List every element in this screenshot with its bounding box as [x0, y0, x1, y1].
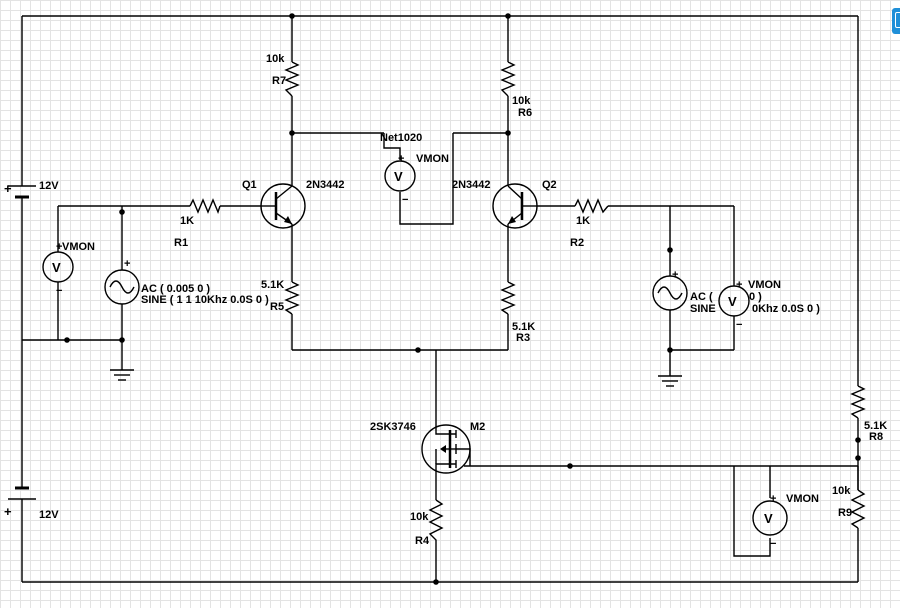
- svg-text:2N3442: 2N3442: [306, 179, 345, 191]
- voltmeter-right[interactable]: V + VMON −: [718, 279, 781, 331]
- svg-text:R2: R2: [570, 237, 584, 249]
- svg-text:5.1K: 5.1K: [261, 279, 284, 291]
- resistor-r8[interactable]: 5.1K R8: [850, 385, 887, 443]
- svg-text:+: +: [398, 153, 404, 165]
- svg-text:VMON: VMON: [786, 493, 819, 505]
- voltmeter-left[interactable]: V + VMON −: [42, 241, 95, 297]
- svg-text:Q1: Q1: [242, 179, 257, 191]
- svg-text:R5: R5: [270, 301, 284, 313]
- resistor-r9[interactable]: 10k R9: [832, 485, 866, 529]
- svg-text:10k: 10k: [266, 53, 285, 65]
- svg-text:R8: R8: [869, 431, 883, 443]
- svg-text:10k: 10k: [832, 485, 851, 497]
- voltmeter-bottom-right[interactable]: V + VMON −: [752, 493, 819, 550]
- svg-text:5.1K: 5.1K: [864, 420, 887, 432]
- resistor-r1[interactable]: 1K R1: [174, 198, 221, 249]
- resistor-r3[interactable]: 5.1K R3: [500, 281, 535, 344]
- battery-top-12v[interactable]: + 12V: [4, 180, 59, 208]
- svg-text:SINE: SINE: [690, 303, 716, 315]
- ground-right-icon: [658, 375, 682, 387]
- wires: [21, 15, 859, 583]
- svg-text:2N3442: 2N3442: [452, 179, 491, 191]
- svg-text:+: +: [770, 493, 776, 505]
- svg-text:−: −: [736, 319, 742, 331]
- svg-text:AC (: AC (: [690, 291, 713, 303]
- svg-text:SINE ( 1 1 10Khz 0.0S 0 ): SINE ( 1 1 10Khz 0.0S 0 ): [141, 294, 269, 306]
- svg-text:0 ): 0 ): [749, 291, 762, 303]
- svg-text:10k: 10k: [410, 511, 429, 523]
- svg-text:V: V: [52, 260, 61, 275]
- svg-text:VMON: VMON: [748, 279, 781, 291]
- svg-text:R7: R7: [272, 75, 286, 87]
- svg-text:1K: 1K: [180, 215, 194, 227]
- svg-text:1K: 1K: [576, 215, 590, 227]
- resistor-r6[interactable]: 10k R6: [500, 61, 532, 119]
- net-label: Net1020: [380, 132, 422, 144]
- svg-text:R1: R1: [174, 237, 188, 249]
- svg-text:12V: 12V: [39, 509, 59, 521]
- svg-text:V: V: [764, 511, 773, 526]
- svg-text:−: −: [402, 194, 408, 206]
- svg-text:V: V: [394, 169, 403, 184]
- svg-text:10k: 10k: [512, 95, 531, 107]
- transistor-q1[interactable]: Q1 2N3442: [242, 179, 345, 229]
- resistor-r5[interactable]: 5.1K R5: [261, 279, 300, 315]
- svg-text:+: +: [124, 258, 130, 270]
- resistor-r2[interactable]: 1K R2: [570, 198, 609, 249]
- svg-text:R9: R9: [838, 507, 852, 519]
- mosfet-m2[interactable]: 2SK3746 M2: [370, 421, 485, 474]
- svg-text:VMON: VMON: [416, 153, 449, 165]
- svg-text:+: +: [4, 504, 12, 519]
- ground-left-icon: [110, 369, 134, 381]
- battery-bottom-12v[interactable]: + 12V: [4, 486, 59, 521]
- svg-text:−: −: [770, 538, 776, 550]
- svg-text:2SK3746: 2SK3746: [370, 421, 416, 433]
- svg-text:+: +: [56, 241, 62, 253]
- panel-toggle-button[interactable]: [892, 8, 900, 34]
- svg-text:M2: M2: [470, 421, 485, 433]
- svg-text:R6: R6: [518, 107, 532, 119]
- svg-text:12V: 12V: [39, 180, 59, 192]
- svg-text:V: V: [728, 294, 737, 309]
- svg-text:+: +: [672, 269, 678, 281]
- svg-text:+: +: [4, 181, 12, 196]
- voltmeter-center[interactable]: V + VMON −: [384, 153, 449, 206]
- svg-text:VMON: VMON: [62, 241, 95, 253]
- resistor-r7[interactable]: 10k R7: [266, 53, 300, 97]
- resistor-r4[interactable]: 10k R4: [410, 499, 444, 552]
- svg-text:R4: R4: [415, 535, 430, 547]
- svg-text:Q2: Q2: [542, 179, 557, 191]
- svg-text:AC ( 0.005 0 ): AC ( 0.005 0 ): [141, 283, 210, 295]
- ac-source-right[interactable]: + AC ( 0 ) SINE 0Khz 0.0S 0 ): [652, 269, 820, 315]
- transistor-q2[interactable]: 2N3442 Q2: [452, 179, 557, 229]
- svg-text:R3: R3: [516, 332, 530, 344]
- svg-text:−: −: [56, 285, 62, 297]
- ac-source-left[interactable]: + AC ( 0.005 0 ) SINE ( 1 1 10Khz 0.0S 0…: [104, 258, 269, 306]
- svg-text:+: +: [736, 279, 742, 291]
- junctions: [64, 13, 861, 585]
- svg-text:0Khz 0.0S 0 ): 0Khz 0.0S 0 ): [752, 303, 820, 315]
- svg-text:5.1K: 5.1K: [512, 321, 535, 333]
